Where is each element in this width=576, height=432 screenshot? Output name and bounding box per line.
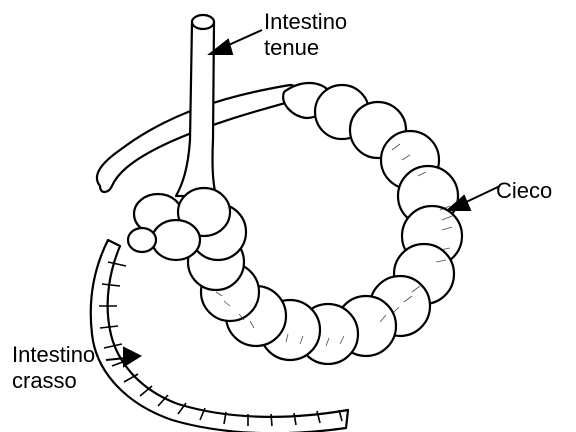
cecum-label: Cieco xyxy=(496,178,552,204)
large-intestine-label: Intestino crasso xyxy=(12,342,95,394)
small-intestine-tube xyxy=(176,22,216,196)
large-intestine-label-line2: crasso xyxy=(12,368,95,394)
cecum-segments xyxy=(188,83,462,364)
small-intestine-label-line1: Intestino xyxy=(264,9,347,35)
small-intestine-label-line2: tenue xyxy=(264,35,347,61)
large-intestine-label-line1: Intestino xyxy=(12,342,95,368)
small-intestine-label: Intestino tenue xyxy=(264,9,347,61)
small-intestine-opening xyxy=(192,15,214,29)
cecum-label-line1: Cieco xyxy=(496,178,552,204)
